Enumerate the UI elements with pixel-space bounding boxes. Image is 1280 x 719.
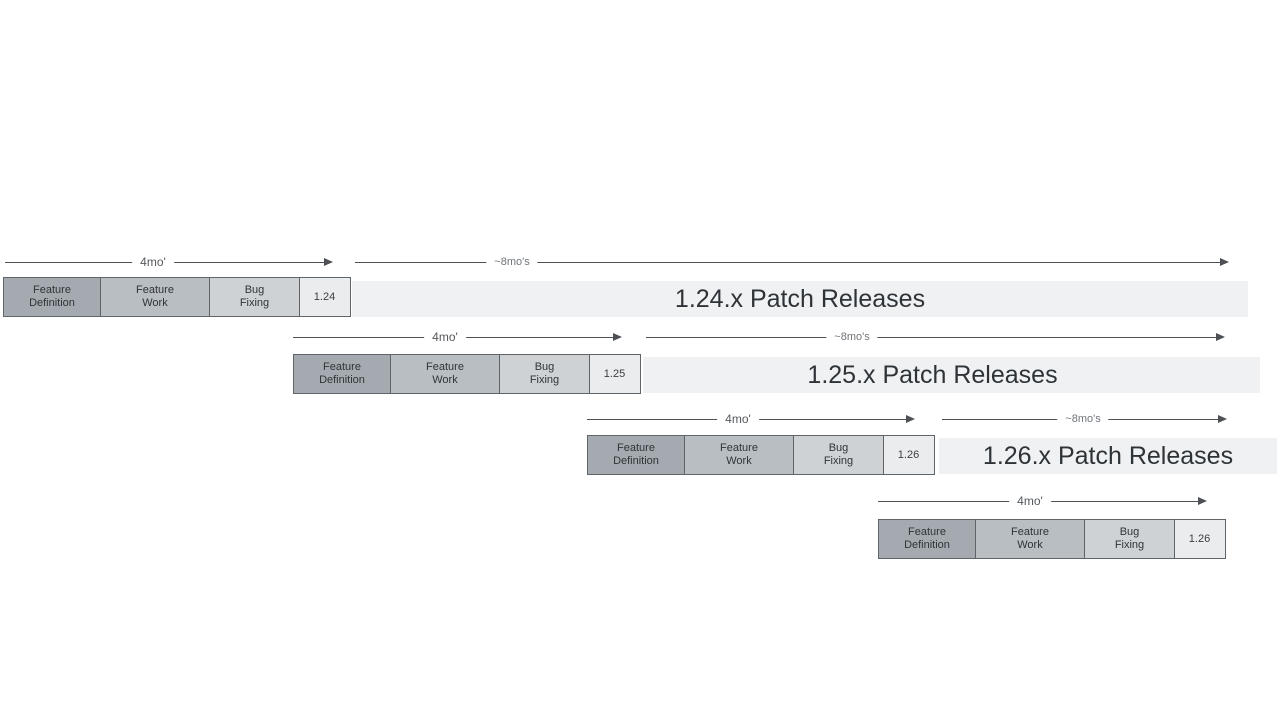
phase-label: Feature Definition <box>613 442 659 467</box>
duration-label-4mo: 4mo' <box>424 329 466 345</box>
phase-label: Feature Work <box>136 284 174 309</box>
duration-label-8mo: ~8mo's <box>826 329 878 345</box>
timeline-arrow-8mo <box>646 333 1225 341</box>
version-label: 1.24 <box>313 291 336 303</box>
phase-box-bug-fixing: Bug Fixing <box>793 435 884 475</box>
patch-release-label: 1.26.x Patch Releases <box>982 441 1234 470</box>
version-label: 1.26 <box>1188 533 1211 545</box>
duration-label-4mo: 4mo' <box>1009 493 1051 509</box>
phase-box-feature-work: Feature Work <box>389 354 501 394</box>
duration-label-4mo: 4mo' <box>132 254 174 270</box>
patch-release-bar: 1.24.x Patch Releases <box>352 281 1248 317</box>
release-phases: Feature Definition Feature Work Bug Fixi… <box>293 354 641 394</box>
phase-box-feature-work: Feature Work <box>99 277 211 317</box>
phase-box-bug-fixing: Bug Fixing <box>209 277 300 317</box>
version-label: 1.25 <box>603 368 626 380</box>
phase-label: Bug Fixing <box>239 284 270 309</box>
arrowhead-icon <box>1220 258 1229 266</box>
phase-label: Bug Fixing <box>1114 526 1145 551</box>
arrowhead-icon <box>906 415 915 423</box>
timeline-arrow-8mo <box>355 258 1229 266</box>
phase-label: Feature Definition <box>29 284 75 309</box>
arrowhead-icon <box>613 333 622 341</box>
duration-label-4mo: 4mo' <box>717 411 759 427</box>
patch-release-bar: 1.25.x Patch Releases <box>643 357 1260 393</box>
phase-label: Bug Fixing <box>529 361 560 386</box>
patch-release-label: 1.24.x Patch Releases <box>674 284 926 313</box>
version-box: 1.24 <box>298 277 351 317</box>
patch-release-bar: 1.26.x Patch Releases <box>939 438 1277 474</box>
release-phases: Feature Definition Feature Work Bug Fixi… <box>878 519 1226 559</box>
version-label: 1.26 <box>897 449 920 461</box>
arrowhead-icon <box>324 258 333 266</box>
arrowhead-icon <box>1218 415 1227 423</box>
phase-box-feature-definition: Feature Definition <box>587 435 685 475</box>
phase-label: Feature Work <box>720 442 758 467</box>
phase-label: Feature Work <box>426 361 464 386</box>
arrowhead-icon <box>1198 497 1207 505</box>
phase-box-bug-fixing: Bug Fixing <box>1084 519 1175 559</box>
phase-label: Feature Definition <box>904 526 950 551</box>
phase-box-feature-work: Feature Work <box>974 519 1086 559</box>
version-box: 1.26 <box>1173 519 1226 559</box>
phase-label: Feature Definition <box>319 361 365 386</box>
patch-release-label: 1.25.x Patch Releases <box>807 360 1058 389</box>
duration-label-8mo: ~8mo's <box>486 254 538 270</box>
release-phases: Feature Definition Feature Work Bug Fixi… <box>587 435 935 475</box>
phase-box-feature-definition: Feature Definition <box>878 519 976 559</box>
phase-box-feature-definition: Feature Definition <box>3 277 101 317</box>
arrowhead-icon <box>1216 333 1225 341</box>
duration-label-8mo: ~8mo's <box>1057 411 1109 427</box>
version-box: 1.26 <box>882 435 935 475</box>
release-phases: Feature Definition Feature Work Bug Fixi… <box>3 277 351 317</box>
phase-box-feature-definition: Feature Definition <box>293 354 391 394</box>
phase-box-bug-fixing: Bug Fixing <box>499 354 590 394</box>
phase-label: Feature Work <box>1011 526 1049 551</box>
phase-box-feature-work: Feature Work <box>683 435 795 475</box>
version-box: 1.25 <box>588 354 641 394</box>
phase-label: Bug Fixing <box>823 442 854 467</box>
